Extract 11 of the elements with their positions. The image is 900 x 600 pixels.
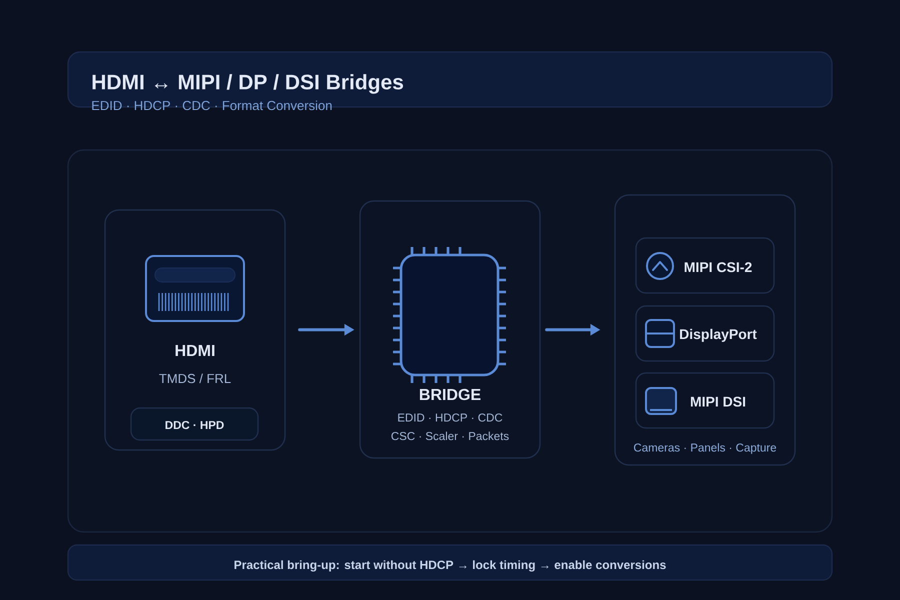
detail-text: EDID · HDCP · CDC — [398, 413, 502, 422]
subtitle: EDID · HDCP · CDC · Format Conversion — [92, 100, 332, 110]
detail-text: CSC · Scaler · Packets — [391, 432, 509, 440]
card-label: Cameras · Panels · Capture — [634, 443, 776, 454]
tag: DDC · HPD — [130, 407, 259, 441]
note-banner: Practical bring-up: start without HDCP → lock timing → enable conversions — [67, 544, 833, 581]
interface-box: MIPI CSI-2 — [635, 237, 775, 294]
heading: HDMI — [176, 345, 214, 356]
title: HDMI ↔ MIPI / DP / DSI Bridges — [92, 74, 404, 94]
subheading: TMDS / FRL — [159, 374, 231, 384]
heading: BRIDGE — [420, 388, 480, 400]
